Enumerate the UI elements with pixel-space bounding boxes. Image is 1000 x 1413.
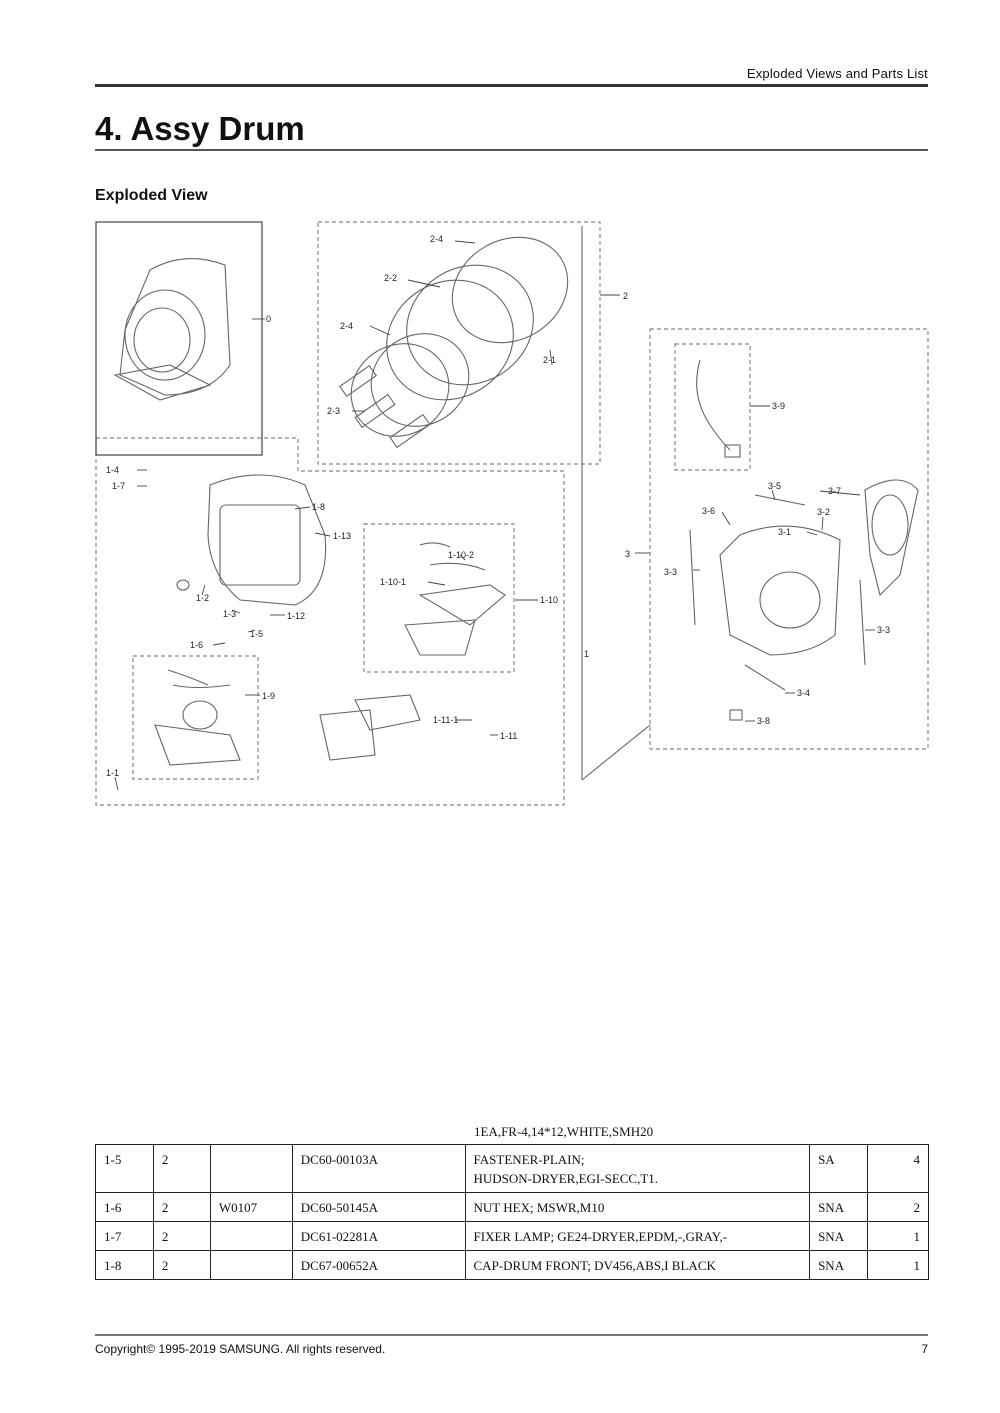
label-1-4: 1-4 <box>106 465 119 475</box>
status-cell: SA <box>809 1144 869 1193</box>
section-header: Exploded Views and Parts List <box>746 66 928 81</box>
label-1-3: 1-3 <box>223 609 236 619</box>
label-2: 2 <box>623 291 628 301</box>
group-1-10-box <box>363 523 515 673</box>
label-1-5: 1-5 <box>250 629 263 639</box>
label-1-8: 1-8 <box>312 502 325 512</box>
group-3-box <box>649 328 929 750</box>
section-subtitle: Exploded View <box>95 187 208 204</box>
label-1-1: 1-1 <box>106 768 119 778</box>
label-3-7: 3-7 <box>828 486 841 496</box>
label-3-1: 3-1 <box>778 527 791 537</box>
loc-cell: 1-5 <box>95 1144 154 1193</box>
assembly-overview-box <box>95 221 263 456</box>
footer-rule <box>95 1334 928 1336</box>
label-1-13: 1-13 <box>333 531 351 541</box>
level-cell: 2 <box>152 1221 211 1251</box>
label-1-11: 1-11 <box>500 731 517 741</box>
page-number: 7 <box>921 1342 928 1356</box>
carry-over-text: 1EA,FR-4,14*12,WHITE,SMH20 <box>474 1124 654 1139</box>
group-1-box <box>95 437 565 806</box>
level-cell: 2 <box>152 1144 211 1193</box>
label-3-6: 3-6 <box>702 506 715 516</box>
label-1: 1 <box>584 649 589 659</box>
loc-cell: 1-7 <box>95 1221 154 1251</box>
label-2-1: 2-1 <box>543 355 556 365</box>
level-cell: 2 <box>152 1192 211 1222</box>
label-0: 0 <box>266 314 271 324</box>
label-1-7: 1-7 <box>112 481 125 491</box>
description-cell: NUT HEX; MSWR,M10 <box>464 1192 811 1222</box>
title-rule <box>95 149 928 151</box>
label-3-9: 3-9 <box>772 401 785 411</box>
qty-cell: 4 <box>867 1144 929 1193</box>
description-line: FASTENER-PLAIN; <box>473 1152 585 1167</box>
description-line: CAP-DRUM FRONT; DV456,ABS,I BLACK <box>473 1258 716 1273</box>
code-cell <box>209 1221 293 1251</box>
part-number-cell: DC60-00103A <box>291 1144 466 1193</box>
label-1-10-1: 1-10-1 <box>380 577 406 587</box>
loc-cell: 1-8 <box>95 1250 154 1280</box>
qty-cell: 2 <box>867 1192 929 1222</box>
page-title: 4. Assy Drum <box>95 110 305 147</box>
label-2-3: 2-3 <box>327 406 340 416</box>
description-cell: FASTENER-PLAIN; HUDSON-DRYER,EGI-SECC,T1. <box>464 1144 811 1193</box>
label-3-3a: 3-3 <box>664 567 677 577</box>
level-cell: 2 <box>152 1250 211 1280</box>
label-3-3b: 3-3 <box>877 625 890 635</box>
label-3-5: 3-5 <box>768 481 781 491</box>
label-1-2: 1-2 <box>196 593 209 603</box>
header-rule <box>95 84 928 87</box>
loc-cell: 1-6 <box>95 1192 154 1222</box>
part-number-cell: DC61-02281A <box>291 1221 466 1251</box>
status-cell: SNA <box>809 1221 869 1251</box>
label-1-10: 1-10 <box>540 595 558 605</box>
label-1-9: 1-9 <box>262 691 275 701</box>
label-1-6: 1-6 <box>190 640 203 650</box>
label-3-8: 3-8 <box>757 716 770 726</box>
label-1-10-2: 1-10-2 <box>448 550 474 560</box>
label-1-11-1: 1-11-1 <box>433 715 458 725</box>
code-cell <box>209 1250 293 1280</box>
description-line: FIXER LAMP; GE24-DRYER,EPDM,-,GRAY,- <box>473 1229 728 1244</box>
description-cell: FIXER LAMP; GE24-DRYER,EPDM,-,GRAY,- <box>464 1221 811 1251</box>
part-number-cell: DC60-50145A <box>291 1192 466 1222</box>
label-3-4: 3-4 <box>797 688 810 698</box>
label-2-4a: 2-4 <box>430 234 443 244</box>
group-2-box <box>317 221 601 465</box>
code-cell <box>209 1144 293 1193</box>
exploded-view-diagram: 0 2-4 2-2 2-4 2-3 2 2-1 1-4 1-7 1-8 1-13… <box>95 221 929 806</box>
qty-cell: 1 <box>867 1250 929 1280</box>
label-2-4b: 2-4 <box>340 321 353 331</box>
qty-cell: 1 <box>867 1221 929 1251</box>
label-3-2: 3-2 <box>817 507 830 517</box>
description-cell: CAP-DRUM FRONT; DV456,ABS,I BLACK <box>464 1250 811 1280</box>
group-1-9-box <box>132 655 259 780</box>
group-3-9-box <box>674 343 751 471</box>
label-1-12: 1-12 <box>287 611 305 621</box>
label-3: 3 <box>625 549 630 559</box>
status-cell: SNA <box>809 1192 869 1222</box>
label-2-2: 2-2 <box>384 273 397 283</box>
status-cell: SNA <box>809 1250 869 1280</box>
description-line: NUT HEX; MSWR,M10 <box>473 1200 605 1215</box>
part-number-cell: DC67-00652A <box>291 1250 466 1280</box>
code-cell: W0107 <box>209 1192 293 1222</box>
description-line: HUDSON-DRYER,EGI-SECC,T1. <box>473 1171 659 1186</box>
copyright-text: Copyright© 1995-2019 SAMSUNG. All rights… <box>95 1342 386 1356</box>
